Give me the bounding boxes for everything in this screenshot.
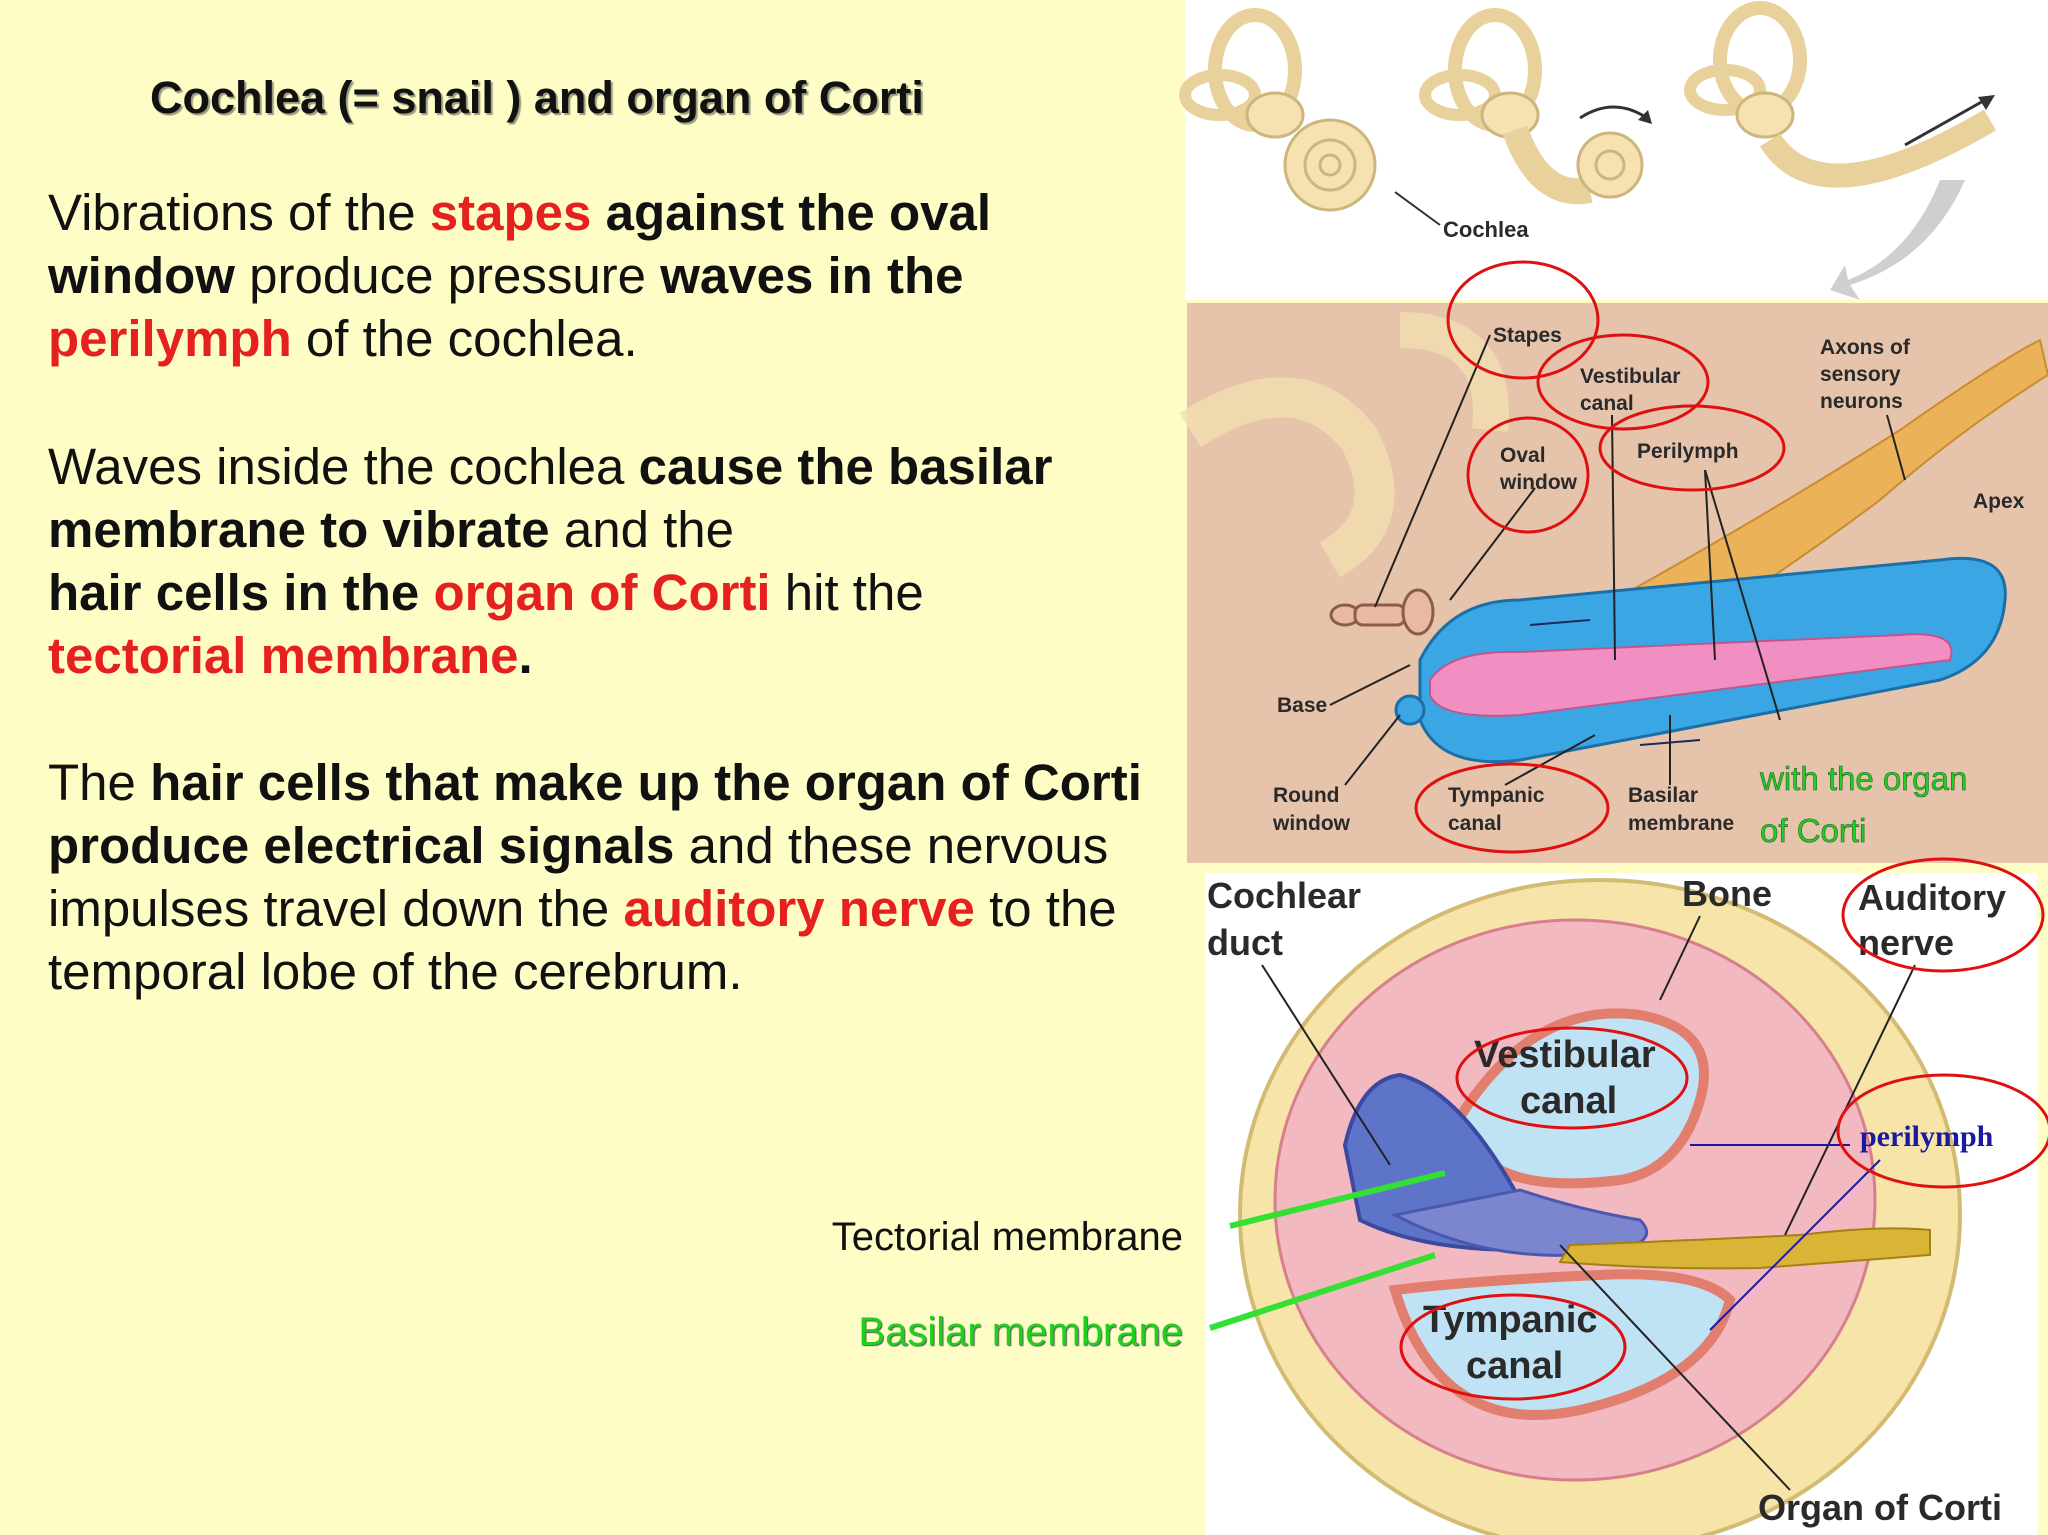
p2-text-1: Waves inside the cochlea bbox=[48, 438, 639, 495]
p3-text-3: to the temporal lobe of the cerebrum. bbox=[48, 880, 1117, 1000]
ear-uncoiled bbox=[1684, 1, 1997, 188]
p1-text-1: Vibrations of the bbox=[48, 184, 430, 241]
label-vestibular-1: Vestibular bbox=[1580, 365, 1680, 388]
label-base: Base bbox=[1277, 694, 1327, 717]
down-arrow bbox=[1830, 180, 1965, 300]
p2-organ-corti: organ of Corti bbox=[433, 564, 771, 621]
p1-waves: waves in the bbox=[660, 247, 964, 304]
paragraph-waves: Waves inside the cochlea cause the basil… bbox=[48, 435, 1168, 687]
curl-arrowhead bbox=[1638, 110, 1652, 124]
label-basilar-1: Basilar bbox=[1628, 784, 1698, 807]
tectorial-membrane-label: Tectorial membrane bbox=[831, 1215, 1183, 1259]
label-organ-1: with the organ bbox=[1759, 760, 1967, 797]
p1-oval-window: against the oval window bbox=[48, 184, 992, 304]
label-auditory-1: Auditory bbox=[1858, 877, 2006, 918]
basilar-membrane-label: Basilar membrane bbox=[858, 1310, 1183, 1354]
label-axons-3: neurons bbox=[1820, 390, 1903, 413]
cochlear-duct bbox=[1429, 633, 1953, 717]
label-cochlear-2: duct bbox=[1207, 922, 1283, 963]
label-perilymph: Perilymph bbox=[1637, 440, 1739, 463]
tectorial-pointer bbox=[1229, 1170, 1446, 1229]
p2-hair-cells: hair cells in the bbox=[48, 564, 434, 621]
p3-auditory-nerve: auditory nerve bbox=[623, 880, 975, 937]
p2-tectorial: tectorial membrane bbox=[48, 627, 519, 684]
label-tympanic-2: canal bbox=[1448, 812, 1502, 835]
label-auditory-2: nerve bbox=[1858, 922, 1954, 963]
label-b-vestibular-1: Vestibular bbox=[1474, 1034, 1656, 1076]
stapes-bone bbox=[1329, 588, 1435, 636]
slide-title: Cochlea (= snail ) and organ of Corti bbox=[150, 72, 924, 123]
middle-red-circles bbox=[1414, 260, 1786, 854]
label-apex: Apex bbox=[1973, 490, 2025, 513]
label-b-tympanic-2: canal bbox=[1466, 1345, 1563, 1387]
p1-text-2: produce pressure bbox=[234, 247, 661, 304]
label-b-organ: Organ of Corti bbox=[1758, 1487, 2002, 1528]
label-tympanic-1: Tympanic bbox=[1448, 784, 1545, 807]
label-cochlear-1: Cochlear bbox=[1207, 875, 1361, 916]
bottom-panel: Cochlear duct Bone Auditory nerve Vestib… bbox=[1205, 857, 2048, 1535]
bottom-red-circles bbox=[1399, 857, 2048, 1401]
p1-stapes: stapes bbox=[429, 184, 592, 241]
top-panel: Cochlea bbox=[1179, 0, 2048, 300]
label-oval-2: window bbox=[1499, 471, 1578, 494]
label-axons-2: sensory bbox=[1820, 363, 1901, 386]
auditory-nerve-bundle bbox=[1557, 338, 2048, 662]
paragraph-stapes: Vibrations of the stapes against the ova… bbox=[48, 181, 1168, 370]
basilar-pointer bbox=[1209, 1252, 1436, 1331]
p3-text-2: and these nervous impulses travel down t… bbox=[48, 817, 1109, 937]
label-bone: Bone bbox=[1682, 873, 1772, 914]
label-vestibular-2: canal bbox=[1580, 392, 1634, 415]
straight-arrow bbox=[1904, 98, 1986, 147]
p3-text-1: The bbox=[48, 754, 151, 811]
label-cochlea: Cochlea bbox=[1443, 217, 1529, 242]
p2-text-2: and the bbox=[549, 501, 734, 558]
label-b-perilymph: perilymph bbox=[1860, 1120, 1994, 1153]
label-round-2: window bbox=[1272, 812, 1351, 835]
middle-panel: Stapes Vestibular canal Axons of sensory… bbox=[1179, 260, 2048, 863]
label-b-vestibular-2: canal bbox=[1520, 1080, 1617, 1122]
p1-text-3: of the cochlea. bbox=[291, 310, 638, 367]
bottom-leader-lines bbox=[1261, 915, 1916, 1491]
p3-electrical: hair cells that make up the organ of Cor… bbox=[48, 754, 1142, 874]
label-oval-1: Oval bbox=[1500, 444, 1546, 467]
label-basilar-2: membrane bbox=[1628, 812, 1734, 835]
label-organ-2: of Corti bbox=[1760, 812, 1866, 849]
label-axons-1: Axons of bbox=[1820, 336, 1911, 359]
paragraph-signals: The hair cells that make up the organ of… bbox=[48, 751, 1168, 1003]
p2-text-3: hit the bbox=[770, 564, 924, 621]
ear-coiled-1 bbox=[1179, 8, 1377, 212]
auditory-nerve-section bbox=[1558, 1227, 1931, 1270]
label-stapes: Stapes bbox=[1493, 324, 1562, 347]
middle-leader-lines bbox=[1329, 334, 1906, 786]
straight-arrowhead bbox=[1978, 95, 1995, 110]
p2-period: . bbox=[518, 627, 533, 684]
p2-basilar: cause the basilar membrane to vibrate bbox=[48, 438, 1053, 558]
ear-coiled-2 bbox=[1419, 8, 1644, 205]
p1-perilymph: perilymph bbox=[48, 310, 292, 367]
label-round-1: Round bbox=[1273, 784, 1339, 807]
label-b-tympanic-1: Tympanic bbox=[1423, 1299, 1598, 1341]
